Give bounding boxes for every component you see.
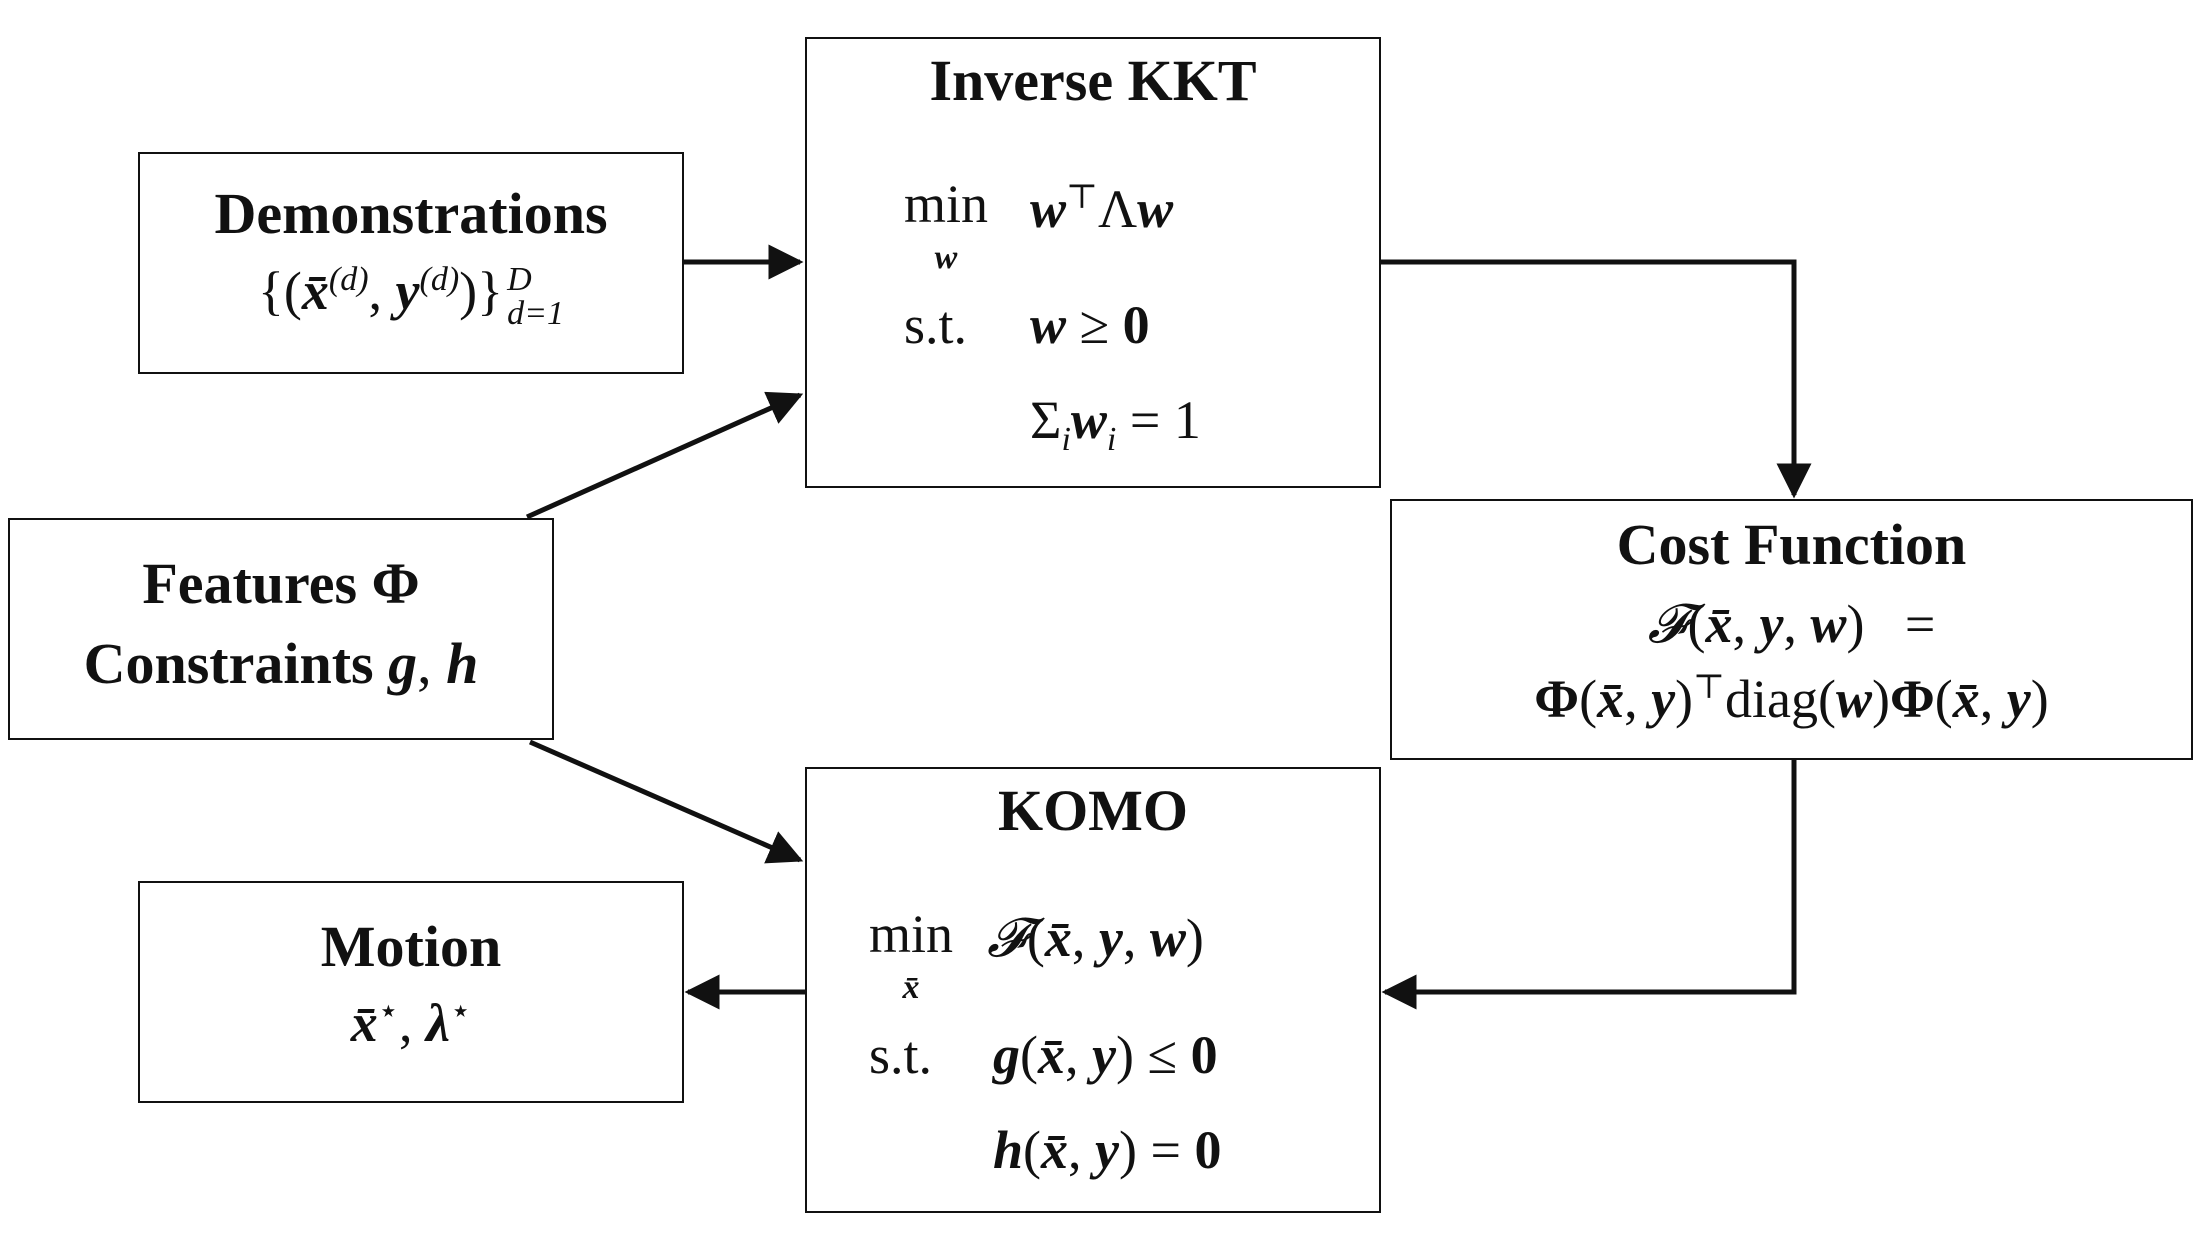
inverse-kkt-node: Inverse KKT min w w⊤Λw s.t. w ≥ 0 Σiwi =…	[805, 37, 1381, 488]
motion-node: Motion x̄⋆, λ⋆	[138, 881, 684, 1103]
edge-features-to-komo	[528, 739, 804, 864]
cost-function-line-1: 𝓕(x̄, y, w) =	[1647, 594, 1936, 654]
demonstrations-title: Demonstrations	[214, 181, 608, 246]
motion-title: Motion	[320, 914, 502, 979]
cost-function-line-2: Φ(x̄, y)⊤diag(w)Φ(x̄, y)	[1534, 669, 2049, 729]
cost-function-title: Cost Function	[1616, 512, 1967, 577]
inverse-kkt-constraint-1: w ≥ 0	[1030, 295, 1150, 355]
edge-cost-function-to-komo	[1381, 760, 1797, 1010]
komo-objective: 𝓕(x̄, y, w)	[987, 908, 1204, 968]
edge-features-to-inverse-kkt	[525, 391, 804, 520]
inverse-kkt-objective: w⊤Λw	[1030, 179, 1174, 239]
komo-min: min x̄	[869, 904, 954, 1006]
features-line: Features Φ	[142, 551, 420, 616]
komo-node: KOMO min x̄ 𝓕(x̄, y, w) s.t. g(x̄, y) ≤ …	[805, 767, 1381, 1213]
inverse-kkt-st-label: s.t.	[904, 295, 968, 355]
komo-constraint-1: g(x̄, y) ≤ 0	[993, 1025, 1218, 1085]
komo-title: KOMO	[997, 778, 1189, 843]
cost-function-node: Cost Function 𝓕(x̄, y, w) = Φ(x̄, y)⊤dia…	[1390, 499, 2193, 760]
inverse-kkt-constraint-2: Σiwi = 1	[1030, 390, 1201, 458]
komo-constraint-2: h(x̄, y) = 0	[993, 1120, 1222, 1180]
constraints-line: Constraints g, h	[83, 631, 479, 696]
inverse-kkt-min: min w	[904, 174, 989, 276]
komo-st-label: s.t.	[869, 1025, 933, 1085]
motion-formula: x̄⋆, λ⋆	[350, 993, 472, 1053]
edge-inverse-kkt-to-cost-function	[1381, 259, 1812, 499]
features-node: Features Φ Constraints g, h	[8, 518, 554, 740]
inverse-kkt-title: Inverse KKT	[929, 48, 1257, 113]
